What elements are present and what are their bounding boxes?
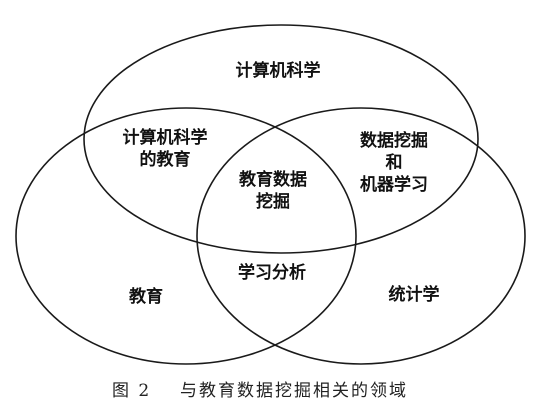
label-cs-education: 计算机科学 的教育 (110, 127, 220, 171)
circle-statistics (196, 107, 526, 365)
figure-number: 图 2 (112, 381, 152, 401)
label-educational-data-mining: 教育数据 挖掘 (228, 169, 318, 213)
label-education: 教育 (129, 287, 163, 307)
label-cs-education-line2: 的教育 (139, 150, 191, 170)
label-dm-ml: 数据挖掘 和 机器学习 (346, 130, 442, 196)
label-dm-ml-line1: 数据挖掘 (360, 131, 428, 151)
label-cs-education-line1: 计算机科学 (122, 128, 208, 148)
figure-caption: 图 2 与教育数据挖掘相关的领域 (112, 380, 408, 402)
label-learning-analytics: 学习分析 (238, 263, 306, 283)
figure-caption-text: 与教育数据挖掘相关的领域 (180, 381, 409, 401)
label-dm-ml-line3: 机器学习 (360, 175, 428, 195)
label-statistics: 统计学 (388, 285, 440, 305)
label-dm-ml-line2: 和 (385, 153, 403, 173)
label-edm-line2: 挖掘 (256, 192, 290, 212)
label-computer-science: 计算机科学 (235, 61, 321, 81)
label-edm-line1: 教育数据 (239, 170, 307, 190)
circle-education (15, 107, 357, 365)
circle-computer-science (83, 24, 479, 254)
